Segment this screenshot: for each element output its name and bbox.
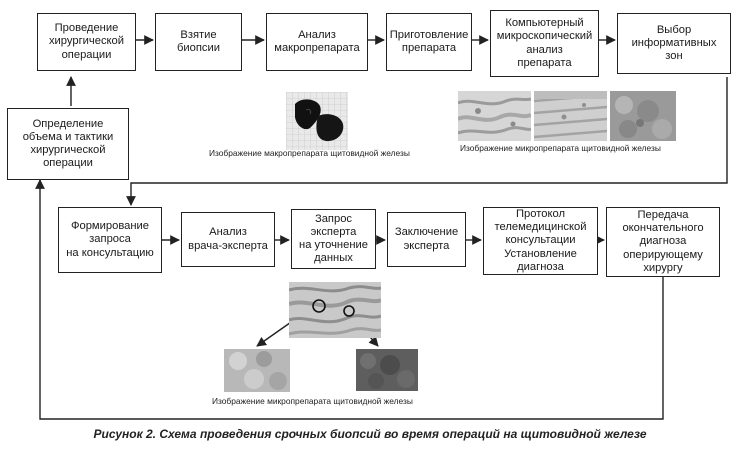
step-expert-conclusion: Заключение эксперта	[387, 212, 466, 267]
micro-specimen-image-1	[458, 91, 531, 141]
step-surgery-planning: Определение объема и тактики хирургическ…	[7, 108, 129, 180]
step-consultation-request: Формирование запроса на консультацию	[58, 207, 162, 273]
step-surgery: Проведение хирургической операции	[37, 13, 136, 71]
caption-macro: Изображение макропрепарата щитовидной же…	[209, 148, 410, 158]
micro-zoom-image-right	[356, 349, 418, 391]
micro-overview-image	[289, 282, 381, 338]
step-macro-analysis: Анализ макропрепарата	[266, 13, 368, 71]
step-telemedicine-protocol: Протокол телемедицинской консультации Ус…	[483, 207, 598, 275]
step-expert-analysis: Анализ врача-эксперта	[181, 212, 275, 267]
step-zone-selection: Выбор информативных зон	[617, 13, 731, 74]
caption-micro-bottom: Изображение микропрепарата щитовидной же…	[212, 396, 413, 406]
micro-zoom-image-left	[224, 349, 290, 392]
macro-specimen-image	[286, 92, 348, 150]
arrow-feedback-loop	[35, 179, 664, 420]
micro-specimen-image-3	[610, 91, 676, 141]
figure-caption: Рисунок 2. Схема проведения срочных биоп…	[93, 427, 647, 441]
step-preparation: Приготовление препарата	[386, 13, 472, 71]
step-computer-analysis: Компьютерный микроскопический анализ пре…	[490, 10, 599, 77]
arrow-zones-to-request	[126, 77, 728, 206]
step-biopsy: Взятие биопсии	[155, 13, 242, 71]
caption-micro-top: Изображение микропрепарата щитовидной же…	[460, 143, 661, 153]
micro-specimen-image-2	[534, 91, 607, 141]
step-diagnosis-transfer: Передача окончательного диагноза опериру…	[606, 207, 720, 277]
step-expert-query: Запрос эксперта на уточнение данных	[291, 209, 376, 269]
